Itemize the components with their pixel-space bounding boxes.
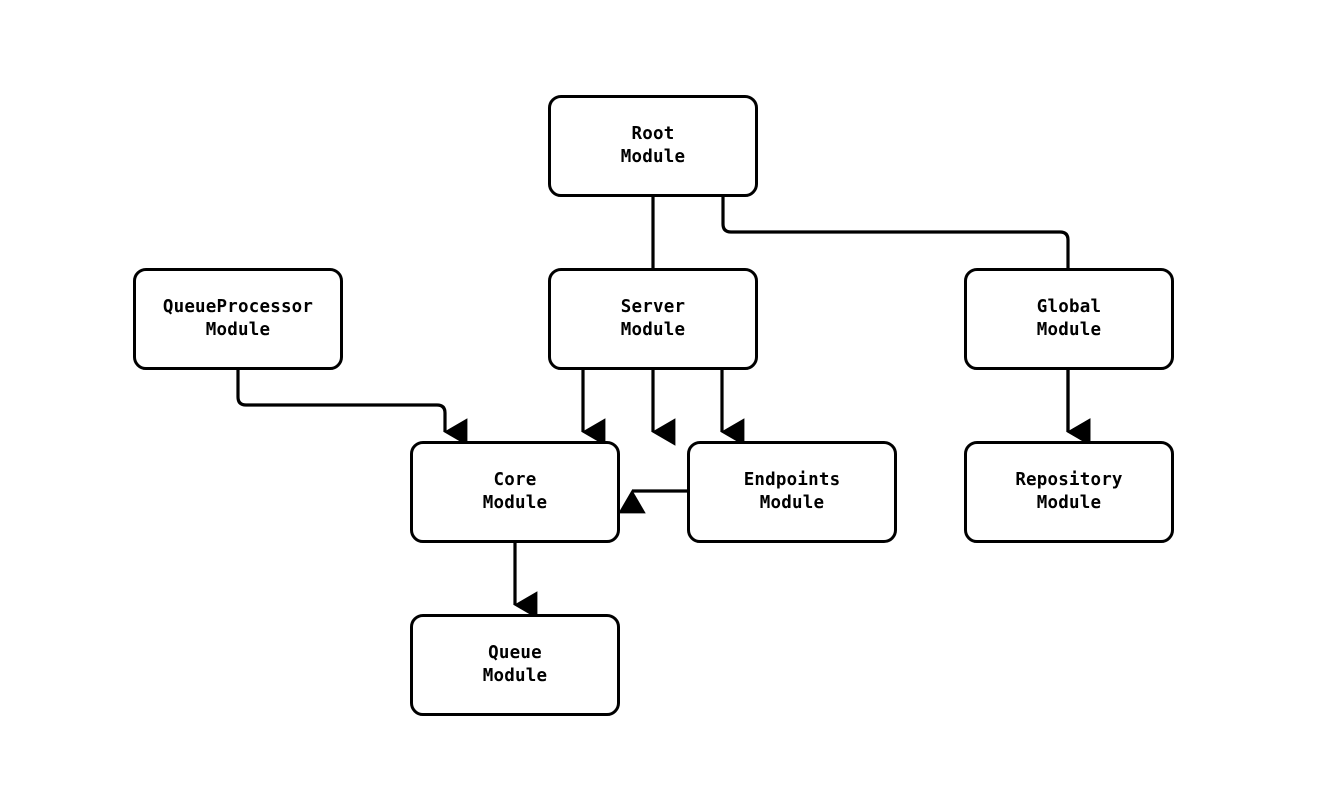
- edge-group: [236, 197, 1091, 619]
- node-repository-module-label-line1: Repository: [1015, 469, 1123, 490]
- node-repository-module[interactable]: Repository Module: [964, 441, 1174, 543]
- node-core-module[interactable]: Core Module: [410, 441, 620, 543]
- node-queueprocessor-module[interactable]: QueueProcessor Module: [133, 268, 343, 370]
- edge-root-global: [721, 197, 1091, 446]
- node-queueprocessor-module-label-line2: Module: [205, 320, 271, 340]
- node-endpoints-module-label-line2: Module: [759, 493, 825, 513]
- node-queue-module-label-line1: Queue: [488, 642, 542, 663]
- node-endpoints-module[interactable]: Endpoints Module: [687, 441, 897, 543]
- node-repository-module-label-line2: Module: [1036, 493, 1102, 513]
- node-root-module-label-line1: Root: [631, 123, 675, 144]
- node-core-module-label-line2: Module: [482, 493, 548, 513]
- node-global-module[interactable]: Global Module: [964, 268, 1174, 370]
- node-queue-module[interactable]: Queue Module: [410, 614, 620, 716]
- node-queue-module-label-line2: Module: [482, 666, 548, 686]
- node-queueprocessor-module-label-line1: QueueProcessor: [162, 296, 314, 317]
- node-global-module-label-line1: Global: [1036, 296, 1102, 317]
- node-root-module-label-line2: Module: [620, 147, 686, 167]
- node-core-module-label-line1: Core: [493, 469, 537, 490]
- node-server-module-label-line2: Module: [620, 320, 686, 340]
- node-endpoints-module-label-line1: Endpoints: [743, 469, 841, 490]
- node-global-module-label-line2: Module: [1036, 320, 1102, 340]
- node-server-module[interactable]: Server Module: [548, 268, 758, 370]
- edge-queueprocessor-core: [236, 370, 468, 446]
- node-root-module[interactable]: Root Module: [548, 95, 758, 197]
- node-server-module-label-line1: Server: [620, 296, 686, 317]
